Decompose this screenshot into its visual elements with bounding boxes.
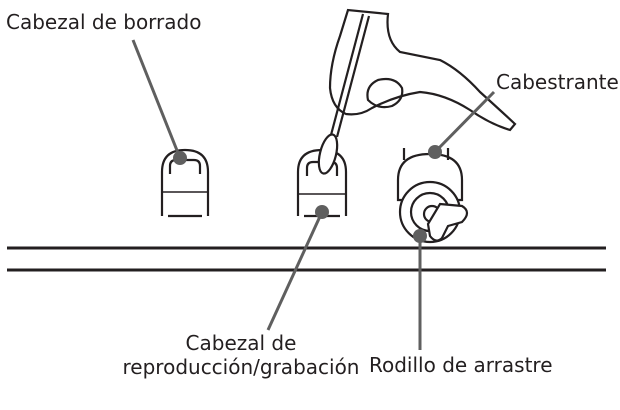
pinch-roller-label: Rodillo de arrastre: [369, 353, 553, 377]
rec-play-head-label: Cabezal de reproducción/grabación: [106, 331, 376, 379]
dot-erase-head: [173, 151, 187, 165]
tape: [7, 246, 606, 272]
hand-with-swab: [317, 8, 517, 175]
dot-rec-play-head: [315, 205, 329, 219]
leader-erase-head: [131, 39, 182, 159]
cotton-swab-tip: [317, 133, 339, 175]
capstan-label: Cabestrante: [496, 70, 619, 94]
leader-capstan: [433, 90, 496, 154]
pinch-roller-lever: [426, 202, 469, 242]
rec-play-head-label-line2: reproducción/grabación: [122, 355, 360, 379]
rec-play-head-label-line1: Cabezal de: [185, 331, 297, 355]
leader-dots: [173, 145, 442, 243]
dot-capstan: [428, 145, 442, 159]
dot-pinch-roller: [413, 229, 427, 243]
leader-lines: [131, 39, 496, 350]
capstan-assembly: [396, 148, 469, 244]
erase-head-label: Cabezal de borrado: [6, 10, 202, 34]
leader-rec-play-head: [266, 211, 324, 331]
